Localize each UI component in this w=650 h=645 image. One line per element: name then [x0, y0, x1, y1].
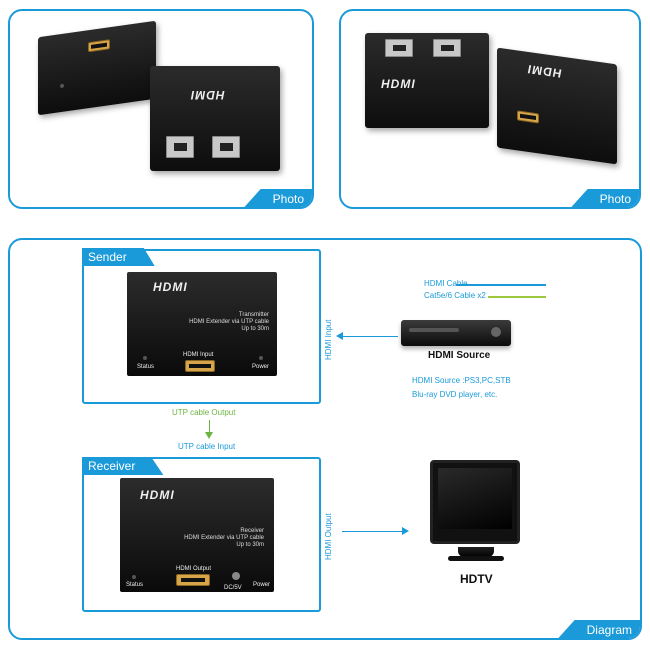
rj45-port: [212, 136, 240, 158]
rj45-port: [433, 39, 461, 57]
legend-hdmi-label: HDMI Cable: [424, 279, 468, 288]
rj45-port: [385, 39, 413, 57]
hdmi-output-vertical-label: HDMI Output: [324, 513, 333, 560]
photo-tag: Photo: [242, 189, 312, 207]
hdmi-output-port-label: HDMI Output: [176, 566, 212, 572]
hdmi-port: [88, 39, 110, 53]
hdmi-logo: HDMI: [381, 77, 416, 91]
line-distance: Up to 30m: [236, 542, 264, 548]
receiver-text: Receiver HDMI Extender via UTP cable Up …: [184, 528, 264, 549]
extender-photo-front: HDMI: [150, 66, 280, 171]
extender-photo-front: HDMI: [497, 47, 617, 165]
hdmi-logo: HDMI: [140, 488, 175, 502]
tv-base: [448, 556, 504, 561]
power-label: Power: [252, 582, 270, 588]
status-label: Status: [126, 582, 144, 588]
hdmi-source-note: HDMI Source :PS3,PC,STB Blu-ray DVD play…: [412, 374, 511, 402]
hdmi-port: [517, 110, 539, 124]
legend-hdmi-line: [456, 284, 546, 286]
receiver-tab: Receiver: [82, 457, 164, 475]
line-extender: HDMI Extender via UTP cable: [189, 319, 269, 325]
line-extender: HDMI Extender via UTP cable: [184, 535, 264, 541]
power-label: Power: [251, 364, 269, 370]
hdmi-input-arrow-head: [336, 332, 343, 340]
utp-arrow-head: [205, 432, 213, 439]
rj45-port: [166, 136, 194, 158]
utp-output-label: UTP cable Output: [172, 408, 236, 417]
sender-tab: Sender: [82, 248, 155, 266]
legend-cat-line: [488, 296, 546, 298]
hdmi-logo: HDMI: [527, 61, 562, 81]
hdmi-input-port: [185, 360, 215, 372]
extender-photo-back: HDMI: [365, 33, 489, 128]
legend-cat-label: Cat5e/6 Cable x2: [424, 291, 486, 300]
hdmi-source-title: HDMI Source: [428, 350, 491, 361]
hdmi-input-arrow-line: [342, 336, 398, 337]
power-led: [259, 356, 263, 360]
hdmi-input-vertical-label: HDMI Input: [324, 319, 333, 360]
dvd-player-icon: [401, 320, 511, 346]
status-label: Status: [137, 364, 155, 370]
dc-jack: [232, 572, 240, 580]
screw: [60, 83, 64, 89]
photo-panel-2: HDMI HDMI Photo: [339, 9, 641, 209]
hdmi-output-arrow-line: [342, 531, 402, 532]
transmitter-text: Transmitter HDMI Extender via UTP cable …: [189, 312, 269, 333]
transmitter-device: HDMI Transmitter HDMI Extender via UTP c…: [127, 272, 277, 376]
line-receiver: Receiver: [240, 528, 264, 534]
photo-panel-1: HDMI Photo: [8, 9, 314, 209]
receiver-device: HDMI Receiver HDMI Extender via UTP cabl…: [120, 478, 274, 592]
hdtv-title: HDTV: [460, 572, 493, 586]
hdmi-logo: HDMI: [190, 88, 225, 102]
source-note-line1: HDMI Source :PS3,PC,STB: [412, 376, 511, 385]
extender-photo-back: [38, 20, 156, 116]
source-note-line2: Blu-ray DVD player, etc.: [412, 390, 498, 399]
dc-label: DC/5V: [224, 585, 242, 591]
photo-tag: Photo: [569, 189, 639, 207]
line-transmitter: Transmitter: [238, 312, 269, 318]
hdmi-logo: HDMI: [153, 280, 188, 294]
tv-screen: [438, 468, 512, 529]
hdtv-icon: [430, 460, 520, 544]
diagram-tag: Diagram: [556, 620, 640, 638]
utp-arrow-line: [209, 420, 210, 434]
status-led: [143, 356, 147, 360]
utp-input-label: UTP cable Input: [178, 442, 236, 451]
tv-stand: [458, 547, 494, 557]
line-distance: Up to 30m: [241, 326, 269, 332]
hdmi-output-port: [176, 574, 210, 586]
hdmi-input-port-label: HDMI Input: [183, 352, 214, 358]
hdmi-output-arrow-head: [402, 527, 409, 535]
status-led: [132, 575, 136, 579]
